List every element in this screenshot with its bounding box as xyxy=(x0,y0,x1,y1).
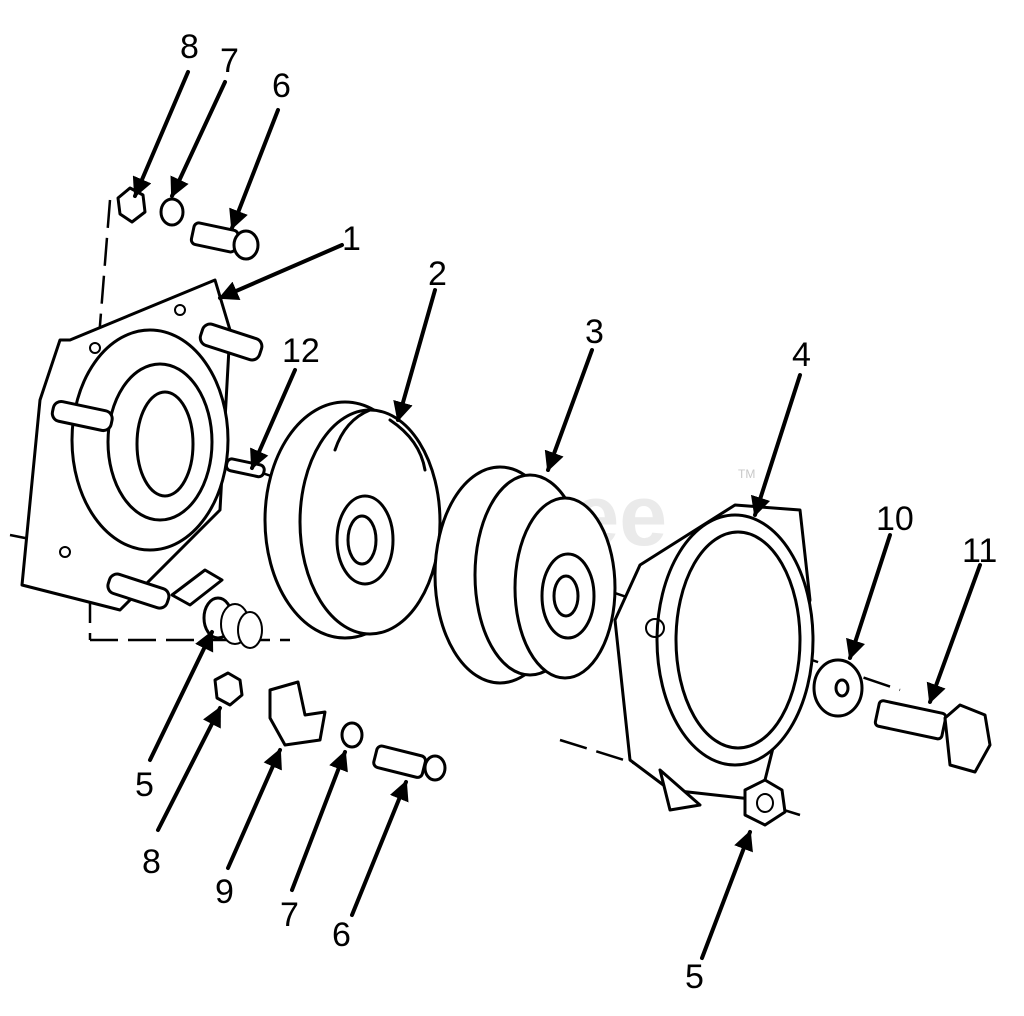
label-2: 2 xyxy=(428,255,447,293)
part-9-clip xyxy=(268,680,327,747)
label-7-top: 7 xyxy=(220,42,239,80)
label-1: 1 xyxy=(342,220,361,258)
part-2-armature xyxy=(263,400,442,640)
label-10: 10 xyxy=(876,500,914,538)
label-12: 12 xyxy=(282,332,320,370)
part-6-bottom-bolt xyxy=(372,744,447,782)
label-5-left: 5 xyxy=(135,766,154,804)
label-9: 9 xyxy=(215,873,234,911)
part-7-bottom-lockwasher xyxy=(340,721,364,749)
label-4: 4 xyxy=(792,336,811,374)
label-7-bottom: 7 xyxy=(280,896,299,934)
part-7-top-lockwasher xyxy=(159,197,185,227)
part-5-hex-nut xyxy=(743,778,787,827)
label-6-bottom: 6 xyxy=(332,916,351,954)
watermark-trademark: TM xyxy=(738,467,755,481)
part-1-bracket-field-coil xyxy=(20,278,264,612)
label-6-top: 6 xyxy=(272,67,291,105)
label-8-bottom: 8 xyxy=(142,843,161,881)
part-8-top-nut xyxy=(116,186,147,224)
part-6-top-bolt xyxy=(189,221,260,261)
top-hardware xyxy=(116,186,260,261)
label-8-top: 8 xyxy=(180,28,199,66)
part-5-spring xyxy=(202,596,263,649)
label-5-bottom: 5 xyxy=(685,958,704,996)
part-11-hex-bolt xyxy=(873,699,992,774)
label-11: 11 xyxy=(962,532,997,570)
part-4-housing xyxy=(613,503,815,812)
bottom-hardware xyxy=(213,671,447,782)
part-8-bottom-nut xyxy=(213,671,244,707)
callout-labels: 8 7 6 1 2 12 3 4 10 11 5 8 9 7 6 5 xyxy=(135,28,997,996)
label-3: 3 xyxy=(585,313,604,351)
leader-lines xyxy=(132,70,982,960)
part-10-washer xyxy=(812,658,864,718)
part-12-key xyxy=(224,457,266,479)
part-3-pulley xyxy=(433,465,617,685)
